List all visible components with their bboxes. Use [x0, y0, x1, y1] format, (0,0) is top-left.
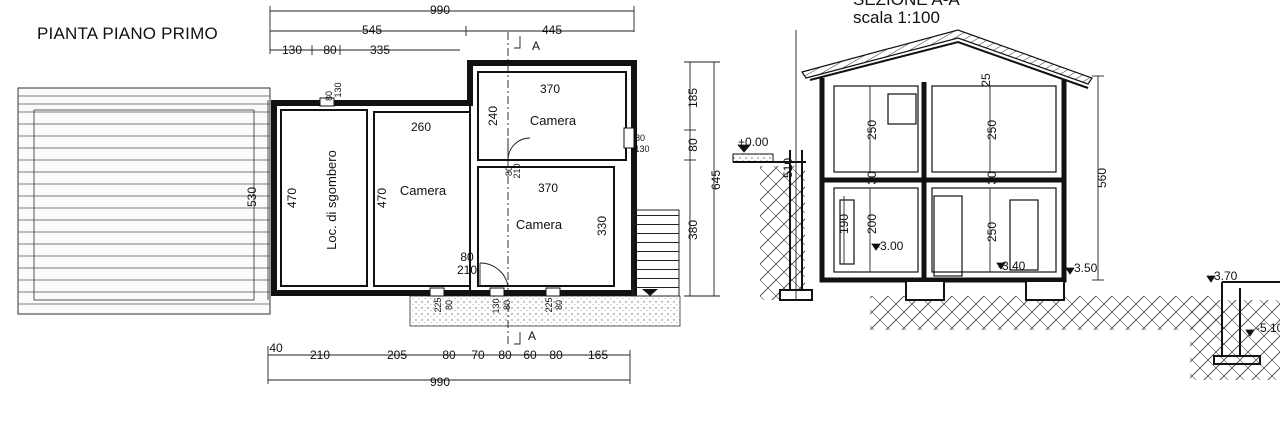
level-minus-5-10: -5.10: [1256, 321, 1280, 335]
room-label-camera-left: Camera: [400, 183, 447, 198]
dim-inner-470b: 470: [375, 188, 389, 208]
dim-top-445: 445: [542, 23, 562, 37]
window-marks: [319, 97, 635, 297]
dim-top-335: 335: [370, 43, 390, 57]
interior-walls: [280, 71, 627, 293]
dim-bottom-80c: 80: [549, 348, 563, 362]
opening-210-d: 210: [457, 263, 477, 277]
dim-terrace-530: 530: [245, 187, 259, 207]
dimension-lines: [267, 6, 720, 384]
dim-top-130: 130: [282, 43, 302, 57]
height-total-560: 560: [1095, 168, 1109, 188]
dim-inner-470a: 470: [285, 188, 299, 208]
dim-bottom-80a: 80: [442, 348, 456, 362]
dim-inner-370a: 370: [540, 82, 560, 96]
height-lower-left-200: 200: [865, 214, 879, 234]
height-lower-right-250: 250: [985, 222, 999, 242]
dim-inner-260: 260: [411, 120, 431, 134]
section-drawing: +0.00 -3.00 -3.40 -3.50 -3.70 -5.10 25 2…: [732, 29, 1280, 380]
door-swings: [479, 137, 531, 287]
section-walls: [819, 78, 1067, 283]
opening-80-e: 80: [444, 300, 454, 310]
height-upper-right-250: 250: [985, 120, 999, 140]
room-label-camera-top: Camera: [530, 113, 577, 128]
height-roof-25: 25: [979, 73, 993, 87]
section-mark-top: A: [532, 39, 540, 53]
foundations: [779, 150, 1065, 301]
level-markers: [737, 144, 1255, 337]
terrain-bottom: [870, 296, 1230, 330]
opening-210-c: 210: [512, 163, 522, 178]
height-floor-left-30: 30: [865, 171, 879, 185]
height-door-190: 190: [837, 214, 851, 234]
level-0: +0.00: [738, 135, 769, 149]
opening-80-f: 80: [502, 300, 512, 310]
dim-top-total: 990: [430, 3, 450, 17]
dim-right-380: 380: [686, 220, 700, 240]
dim-right-80: 80: [686, 138, 700, 152]
opening-80-b: 80: [635, 133, 645, 143]
section-scale: scala 1:100: [853, 8, 940, 27]
dim-bottom-40: 40: [269, 341, 283, 355]
terrain-left: [760, 166, 805, 300]
dim-bottom-210: 210: [310, 348, 330, 362]
plan-title: PIANTA PIANO PRIMO: [37, 24, 218, 43]
opening-130-f: 130: [491, 298, 501, 313]
dim-bottom-80b: 80: [498, 348, 512, 362]
level-minus-3-40: -3.40: [998, 259, 1026, 273]
terrain-right: [1190, 300, 1280, 380]
dim-bottom-165: 165: [588, 348, 608, 362]
section-title: SEZIONE A-A: [853, 0, 960, 10]
dim-top-80: 80: [323, 43, 337, 57]
height-wall-510: 510: [781, 158, 795, 178]
opening-80-g: 80: [554, 300, 564, 310]
dim-inner-370b: 370: [538, 181, 558, 195]
height-floor-right-30: 30: [985, 171, 999, 185]
dim-inner-240: 240: [486, 106, 500, 126]
roof: [801, 29, 1093, 89]
floor-plan: A A: [17, 3, 723, 389]
opening-80-a: 80: [324, 91, 334, 101]
external-stair: [632, 209, 680, 297]
dim-bottom-total: 990: [430, 375, 450, 389]
dim-right-645: 645: [709, 170, 723, 190]
ground-strip: [409, 295, 681, 327]
opening-80-d: 80: [460, 250, 474, 264]
level-minus-3-70: -3.70: [1210, 269, 1238, 283]
level-minus-3-50: -3.50: [1070, 261, 1098, 275]
opening-130-b: 130: [634, 144, 649, 154]
opening-130-a: 130: [333, 82, 343, 97]
dim-bottom-205: 205: [387, 348, 407, 362]
opening-80-c: 80: [504, 166, 514, 176]
level-minus-3-00: -3.00: [876, 239, 904, 253]
room-label-camera-bottom: Camera: [516, 217, 563, 232]
opening-225-e: 225: [433, 297, 443, 312]
dim-top-545: 545: [362, 23, 382, 37]
dim-inner-330: 330: [595, 216, 609, 236]
dim-right-185: 185: [686, 88, 700, 108]
section-floors: [833, 85, 1057, 277]
height-upper-left-250: 250: [865, 120, 879, 140]
room-label-storage: Loc. di sgombero: [324, 150, 339, 250]
terrace: [17, 87, 271, 315]
retaining-wall: [1213, 281, 1280, 365]
dim-bottom-70: 70: [471, 348, 485, 362]
section-dimension-lines: [795, 30, 1104, 300]
section-mark-bottom: A: [528, 329, 536, 343]
dim-bottom-60: 60: [523, 348, 537, 362]
opening-225-g: 225: [544, 297, 554, 312]
